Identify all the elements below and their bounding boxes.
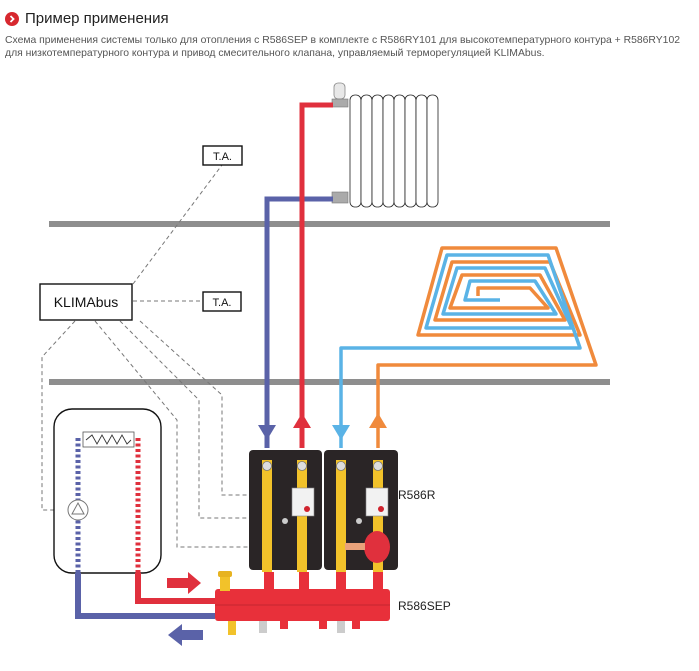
- section-header: Пример применения: [5, 10, 169, 27]
- section-description: Схема применения системы только для отоп…: [5, 35, 681, 59]
- klimabus-label: KLIMAbus: [54, 294, 119, 310]
- thermostat-upper: T.A.: [202, 145, 243, 166]
- arrow-right-supply-icon: [167, 572, 201, 594]
- boiler: [53, 408, 162, 575]
- manifold-r586sep: [215, 571, 390, 635]
- floor-line-lower: [49, 379, 610, 385]
- arrow-down-lt-return: [332, 425, 350, 440]
- radiator-supply-pipe: [299, 102, 333, 448]
- radiator-return-pipe: [264, 196, 333, 448]
- arrow-down-return: [258, 425, 276, 440]
- control-wiring: [41, 164, 250, 548]
- pump-group-r586r: [249, 450, 398, 572]
- section-title: Пример применения: [25, 10, 169, 27]
- underfloor-heating-loop: [339, 246, 598, 448]
- boiler-supply-pipe: [135, 573, 215, 604]
- radiator: [349, 94, 439, 208]
- arrow-up-supply: [293, 413, 311, 428]
- manifold-label: R586SEP: [398, 599, 451, 613]
- pump-group-label: R586R: [398, 488, 436, 502]
- klimabus-controller: KLIMAbus: [39, 283, 133, 321]
- boiler-pump-icon: [67, 499, 89, 521]
- arrow-up-lt-supply: [369, 413, 387, 428]
- thermostat-label: T.A.: [213, 151, 232, 163]
- thermostat-label: T.A.: [213, 297, 232, 309]
- floor-line-upper: [49, 221, 610, 227]
- boiler-return-pipe: [75, 573, 215, 619]
- radiator-thermostatic-valve: [331, 82, 349, 108]
- thermostat-lower: T.A.: [202, 291, 242, 312]
- arrow-left-return-icon: [168, 624, 203, 646]
- radiator-lockshield-valve: [331, 191, 349, 204]
- heat-exchanger-icon: [85, 434, 132, 445]
- chevron-right-circle-icon: [5, 11, 19, 26]
